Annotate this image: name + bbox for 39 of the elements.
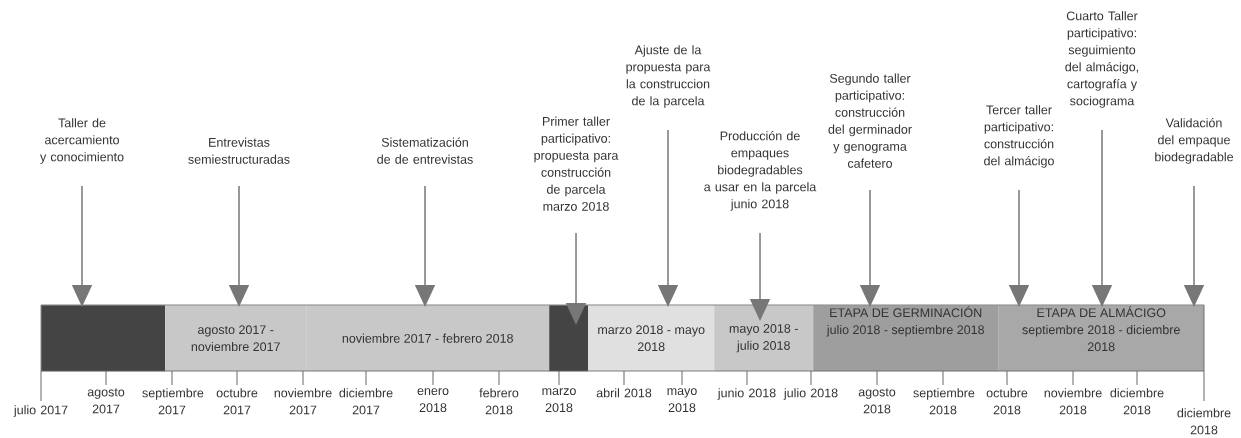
event-label: Tercer taller participativo: construcción del almácigo	[984, 105, 1054, 168]
timeline-segment: noviembre 2017 - febrero 2018	[306, 305, 550, 372]
timeline-segment	[549, 305, 589, 372]
event-label: Primer taller participativo: propuesta para construcción de parcela marzo 2018	[534, 116, 619, 211]
stage-segment: ETAPA DE GERMINACIÓN julio 2018 - septiembre 2018	[813, 305, 999, 372]
tick-label: mayo 2018	[667, 388, 697, 413]
tick-label: octubre 2018	[986, 388, 1028, 415]
tick-label: enero 2018	[417, 388, 449, 413]
event-label: Cuarto Taller participativo: seguimiento del almácigo, cartografía y sociograma	[1065, 11, 1139, 108]
timeline-segment: mayo 2018 - julio 2018	[714, 305, 814, 372]
tick-label: abril 2018	[596, 388, 652, 398]
tick-label: octubre 2017	[216, 388, 258, 415]
timeline-segment	[41, 305, 166, 372]
event-label: Producción de empaques biodegradables a usar en la parcela junio 2018	[704, 131, 817, 211]
tick-label: septiembre 2017	[142, 388, 204, 415]
tick-label: diciembre 2017	[339, 388, 393, 415]
tick-label: noviembre 2017	[274, 388, 332, 415]
tick-label: diciembre 2018	[1110, 388, 1164, 415]
tick-label: febrero 2018	[479, 388, 519, 415]
event-label: Validación del empaque biodegradable	[1155, 118, 1234, 164]
tick-label: marzo 2018	[542, 388, 576, 413]
tick-label: julio 2017	[13, 405, 68, 417]
event-label: Ajuste de la propuesta para la construccion de la parcela	[626, 45, 711, 108]
tick-label: agosto 2018	[858, 388, 896, 414]
timeline-segment: agosto 2017 - noviembre 2017	[165, 305, 307, 372]
timeline-segment: marzo 2018 - mayo 2018	[588, 305, 715, 372]
event-label: Sistematización de de entrevistas	[377, 137, 473, 164]
tick-label: diciembre 2018	[1177, 408, 1231, 435]
node-label: agosto 2017 - noviembre 2017	[191, 325, 280, 352]
event-label: Entrevistas semiestructuradas	[188, 137, 290, 164]
tick-label: septiembre 2018	[913, 388, 975, 415]
tick-label: noviembre 2018	[1044, 388, 1102, 415]
event-label: Segundo taller participativo: construcción del germinador y genograma cafetero	[828, 73, 912, 168]
event-label: Taller de acercamiento y conocimiento	[40, 118, 124, 164]
tick-label: junio 2018	[717, 388, 776, 400]
node-label: noviembre 2017 - febrero 2018	[342, 333, 513, 343]
stage-segment: ETAPA DE ALMÁCIGO septiembre 2018 - diciembre 2018	[998, 305, 1205, 372]
tick-label: julio 2018	[783, 388, 838, 400]
tick-label: agosto 2017	[87, 388, 125, 414]
